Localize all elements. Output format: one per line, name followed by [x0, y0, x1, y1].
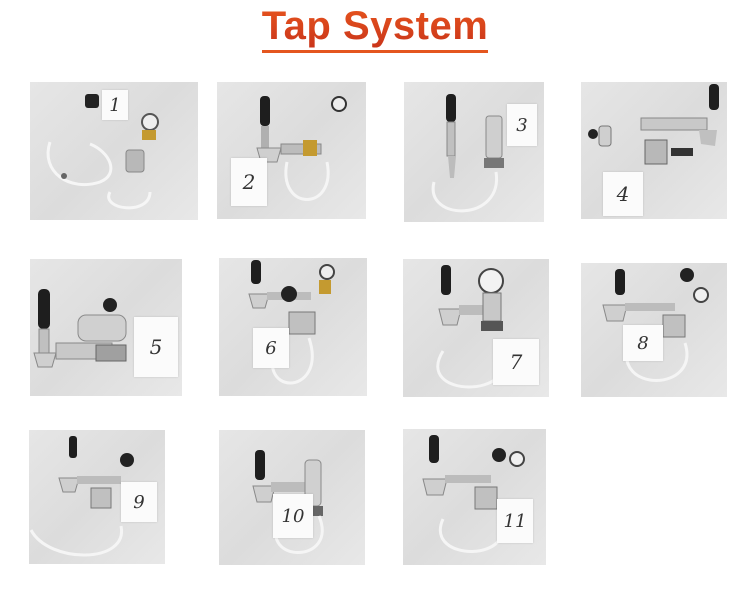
tap-photo-7: 7 — [403, 259, 549, 397]
item-number-label: 10 — [273, 494, 313, 538]
tap-photo-11: 11 — [403, 429, 546, 565]
tap-photo-2: 2 — [217, 82, 366, 219]
tap-photo-10: 10 — [219, 430, 365, 565]
item-number-label: 4 — [603, 172, 643, 216]
tap-photo-1: 1 — [30, 82, 198, 220]
tap-kit-illustration — [248, 260, 335, 385]
tap-photo-6: 6 — [219, 258, 367, 396]
item-number-label: 5 — [134, 317, 178, 377]
tap-kit-illustration — [602, 268, 709, 382]
tap-kit-illustration — [256, 96, 347, 201]
tap-kit-illustration — [252, 450, 324, 554]
tap-kit-illustration — [46, 94, 159, 210]
item-number-label: 1 — [102, 90, 128, 120]
tap-kit-illustration — [33, 289, 127, 368]
tap-photo-8: 8 — [581, 263, 727, 397]
page-title-wrap: Tap System — [0, 4, 750, 53]
tap-kit-illustration — [431, 94, 504, 213]
tap-kit-illustration — [436, 265, 506, 389]
item-number-label: 9 — [121, 482, 157, 522]
item-number-label: 11 — [497, 499, 533, 543]
item-number-label: 2 — [231, 158, 267, 206]
item-number-label: 6 — [253, 328, 289, 368]
tap-kit-illustration — [588, 84, 719, 165]
item-number-label: 8 — [623, 325, 663, 361]
tap-kit-illustration — [29, 436, 134, 557]
tap-photo-9: 9 — [29, 430, 165, 564]
page-title: Tap System — [261, 4, 489, 53]
tap-photo-5: 5 — [30, 259, 182, 396]
tap-photo-4: 4 — [581, 82, 727, 219]
item-number-label: 7 — [493, 339, 539, 385]
item-number-label: 3 — [507, 104, 537, 146]
tap-photo-3: 3 — [404, 82, 544, 222]
tap-kit-illustration — [422, 435, 525, 553]
